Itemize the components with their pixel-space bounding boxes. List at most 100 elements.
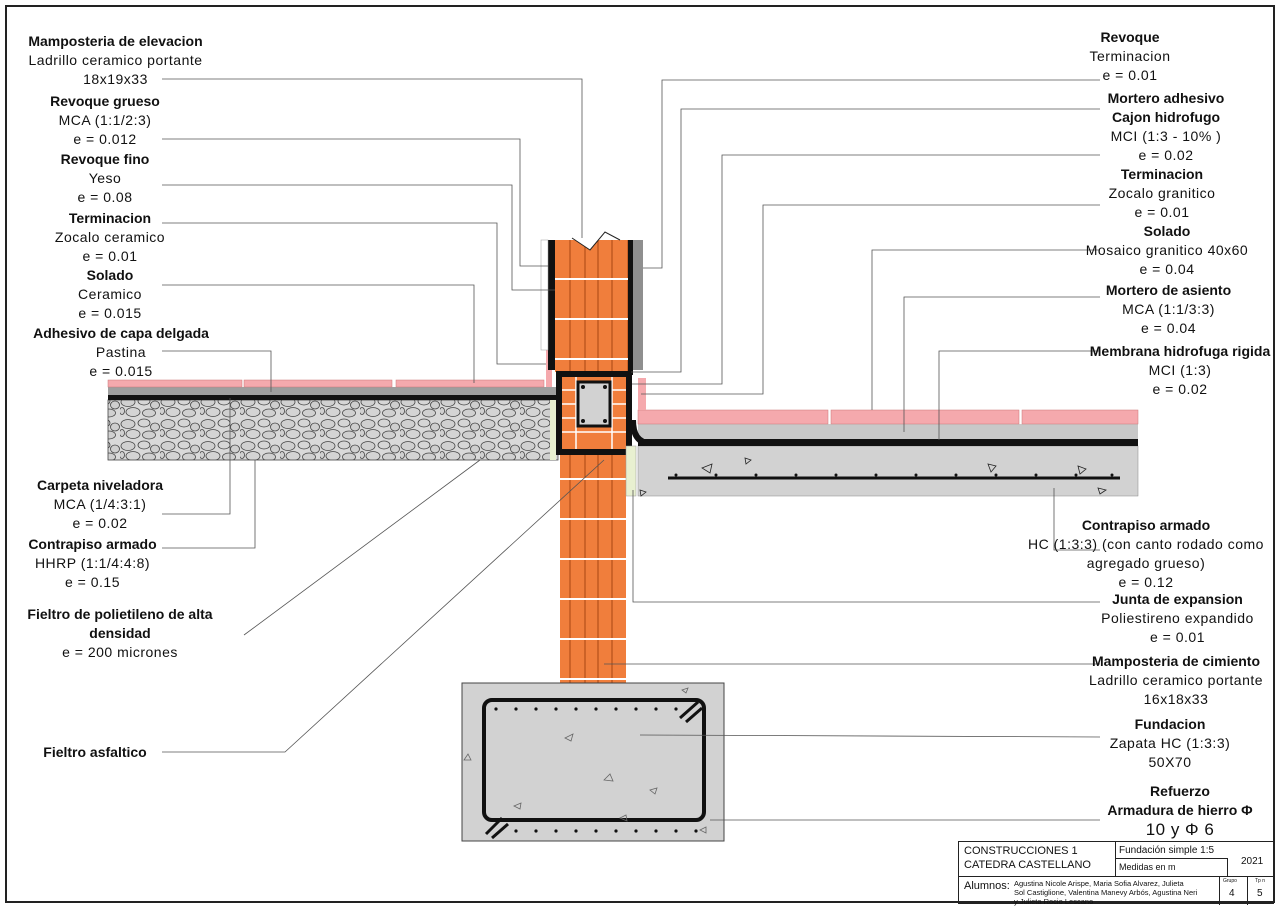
label-solado-left: Solado Ceramico e = 0.015: [10, 266, 210, 323]
label-title: Revoque fino: [60, 151, 150, 167]
label-title: Mortero adhesivo: [1107, 90, 1225, 106]
label-line: e = 0.01: [1134, 204, 1190, 220]
label-line: e = 0.04: [1139, 261, 1195, 277]
label-line: MCA (1/4:3:1): [53, 496, 147, 512]
tp-label: Tp n: [1255, 878, 1266, 884]
label-title: Fieltro asfaltico: [43, 744, 147, 760]
label-title: Carpeta niveladora: [36, 477, 164, 493]
label-terminacion-left: Terminacion Zocalo ceramico e = 0.01: [10, 209, 210, 266]
drawing-title: Fundación simple 1:5: [1119, 845, 1215, 856]
footing: [461, 682, 725, 842]
label-title: Revoque grueso: [50, 93, 160, 109]
label-refuerzo: Refuerzo Armadura de hierro Φ 10 y Φ 6: [1090, 782, 1270, 839]
label-line: Ladrillo ceramico portante: [1088, 672, 1264, 688]
label-mamposteria-elevacion: Mamposteria de elevacion Ladrillo cerami…: [8, 32, 223, 89]
label-fieltro-asfaltico: Fieltro asfaltico: [10, 743, 180, 762]
label-line: e = 0.04: [1141, 320, 1196, 336]
label-line: e = 0.015: [78, 305, 142, 321]
label-line: e = 0.01: [82, 248, 138, 264]
label-contrapiso-right: Contrapiso armado HC (1:3:3) (con canto …: [1012, 516, 1280, 592]
label-line: HC (1:3:3) (con canto rodado como: [1028, 536, 1264, 552]
label-line: MCA (1:1/2:3): [58, 112, 152, 128]
label-title: Contrapiso armado: [28, 536, 157, 552]
units-note: Medidas en m: [1119, 862, 1176, 872]
label-line: Yeso: [88, 170, 122, 186]
label-line: e = 0.01: [1102, 67, 1158, 83]
foundation-wall: [550, 400, 637, 683]
label-fundacion: Fundacion Zapata HC (1:3:3) 50X70: [1090, 715, 1250, 772]
course-name: CONSTRUCCIONES 1: [964, 845, 1078, 857]
label-line: e = 0.08: [77, 189, 133, 205]
label-title: Cajon hidrofugo: [1111, 109, 1221, 125]
label-line: e = 0.02: [1138, 147, 1194, 163]
label-line: e = 0.012: [73, 131, 137, 147]
grupo-label: Grupo: [1223, 878, 1237, 884]
label-adhesivo: Adhesivo de capa delgada Pastina e = 0.0…: [10, 324, 232, 381]
label-line: Zapata HC (1:3:3): [1109, 735, 1231, 751]
label-solado-right: Solado Mosaico granitico 40x60 e = 0.04: [1072, 222, 1262, 279]
drawing-frame: [5, 5, 1275, 903]
label-line: Zocalo ceramico: [54, 229, 166, 245]
leader-lines: [162, 78, 1101, 821]
label-mortero-asiento: Mortero de asiento MCA (1:1/3:3) e = 0.0…: [1076, 281, 1261, 338]
label-contrapiso-left: Contrapiso armado HHRP (1:1/4:4:8) e = 0…: [10, 535, 175, 592]
label-line: Pastina: [95, 344, 147, 360]
label-line: Armadura de hierro Φ: [1107, 802, 1253, 818]
label-line: e = 0.12: [1118, 574, 1174, 590]
label-line: e = 0.02: [72, 515, 128, 531]
students-line: Sol Castiglione, Valentina Manevy Arbós,…: [1014, 888, 1198, 897]
label-line: agregado grueso): [1086, 555, 1206, 571]
title-block: CONSTRUCCIONES 1 CATEDRA CASTELLANO Fund…: [958, 841, 1275, 906]
right-floor: [630, 378, 1139, 497]
label-line: 50X70: [1148, 754, 1192, 770]
students-line: Agustina Nicole Arispe, Maria Sofia Alva…: [1014, 879, 1184, 888]
label-title: Contrapiso armado: [1081, 517, 1211, 533]
label-title: Refuerzo: [1150, 783, 1210, 799]
label-title: Revoque: [1100, 29, 1160, 45]
label-title: Fundacion: [1134, 716, 1206, 732]
label-revoque-fino: Revoque fino Yeso e = 0.08: [5, 150, 205, 207]
label-line: Mosaico granitico 40x60: [1085, 242, 1249, 258]
label-cajon-hidrofugo: Cajon hidrofugo MCI (1:3 - 10% ) e = 0.0…: [1076, 108, 1256, 165]
label-line: Terminacion: [1089, 48, 1171, 64]
label-title: Terminacion: [1120, 166, 1204, 182]
label-line: e = 0.15: [65, 574, 120, 590]
label-revoque-right: Revoque Terminacion e = 0.01: [1040, 28, 1220, 85]
course-chair: CATEDRA CASTELLANO: [964, 859, 1091, 871]
label-line: MCA (1:1/3:3): [1122, 301, 1215, 317]
left-floor: [107, 350, 559, 461]
label-junta-expansion: Junta de expansion Poliestireno expandid…: [1085, 590, 1270, 647]
label-title: Terminacion: [68, 210, 152, 226]
tp-number: 5: [1257, 888, 1263, 899]
label-title: Mortero de asiento: [1105, 282, 1232, 298]
label-title: Junta de expansion: [1112, 591, 1243, 607]
label-title: Solado: [86, 267, 134, 283]
label-mortero-adhesivo: Mortero adhesivo: [1076, 89, 1256, 108]
label-line: Poliestireno expandido: [1101, 610, 1254, 626]
label-line: 10 y Φ 6: [1145, 820, 1215, 839]
label-line: e = 0.02: [1152, 381, 1208, 397]
label-carpeta: Carpeta niveladora MCA (1/4:3:1) e = 0.0…: [10, 476, 190, 533]
label-title: Solado: [1143, 223, 1191, 239]
label-line: e = 0.01: [1150, 629, 1205, 645]
label-title: Adhesivo de capa delgada: [33, 325, 209, 341]
students-label: Alumnos:: [964, 880, 1010, 892]
label-line: Ceramico: [78, 286, 142, 302]
label-terminacion-right: Terminacion Zocalo granitico e = 0.01: [1072, 165, 1252, 222]
label-line: HHRP (1:1/4:4:8): [34, 555, 151, 571]
label-title: Mamposteria de elevacion: [28, 33, 203, 49]
label-line: MCI (1:3): [1148, 362, 1212, 378]
bond-beam: [556, 371, 632, 455]
label-title: Fieltro de polietileno de alta densidad: [27, 606, 213, 641]
label-line: 18x19x33: [83, 71, 148, 87]
label-line: e = 200 micrones: [62, 644, 178, 660]
grupo-number: 4: [1229, 888, 1235, 899]
label-line: Zocalo granitico: [1108, 185, 1216, 201]
label-line: MCI (1:3 - 10% ): [1110, 128, 1222, 144]
label-fieltro-polietileno: Fieltro de polietileno de alta densidad …: [10, 605, 230, 662]
elevation-wall: [540, 230, 643, 375]
students-line: y Julieta Rocio Lescano: [1014, 897, 1094, 906]
label-line: Ladrillo ceramico portante: [28, 52, 203, 68]
label-title: Membrana hidrofuga rigida: [1089, 343, 1271, 359]
